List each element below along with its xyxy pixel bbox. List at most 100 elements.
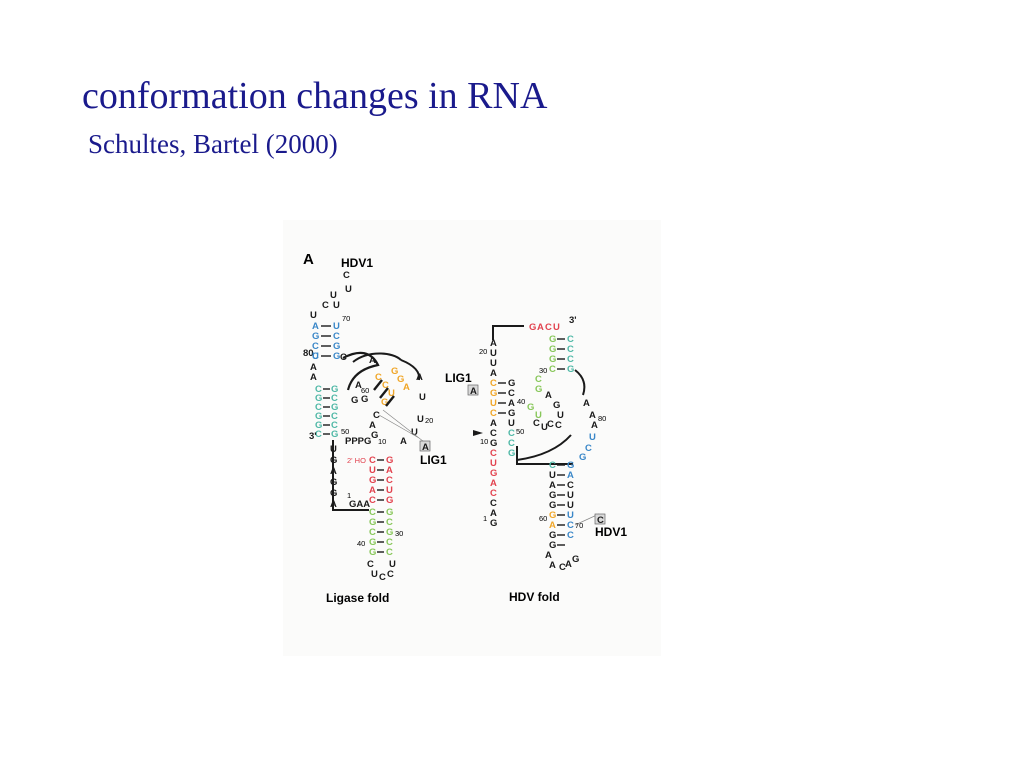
svg-text:C: C xyxy=(315,384,322,395)
svg-text:G: G xyxy=(315,393,322,404)
nucleotide: U xyxy=(312,351,319,362)
green-column-right: GG GC xyxy=(549,334,556,375)
svg-text:U: U xyxy=(490,398,497,409)
svg-text:C: C xyxy=(567,520,574,531)
svg-text:G: G xyxy=(508,378,515,389)
svg-text:A: A xyxy=(508,398,515,409)
ppp-label: PPPG xyxy=(345,436,371,447)
svg-text:C: C xyxy=(386,537,393,548)
nucleotide: C xyxy=(547,419,554,430)
svg-text:G: G xyxy=(315,411,322,422)
svg-text:G: G xyxy=(549,490,556,501)
nucleotide: C xyxy=(322,300,329,311)
svg-text:C: C xyxy=(331,393,338,404)
svg-text:A: A xyxy=(565,559,572,570)
nucleotide: U xyxy=(589,432,596,443)
orange-column-right: CG UC xyxy=(490,378,497,419)
position-number: 40 xyxy=(517,397,525,406)
svg-text:G: G xyxy=(315,420,322,431)
nucleotide: C xyxy=(387,569,394,580)
nucleotide: A xyxy=(310,362,317,373)
slide-title: conformation changes in RNA xyxy=(82,75,548,117)
svg-text:C: C xyxy=(331,411,338,422)
position-number: 1 xyxy=(347,491,351,500)
end-label-right: 3' xyxy=(569,315,577,326)
nucleotide: A xyxy=(545,390,552,401)
lig1-label-left: LIG1 xyxy=(420,453,447,467)
svg-text:C: C xyxy=(312,341,319,352)
svg-text:U: U xyxy=(567,510,574,521)
a-box-right: A xyxy=(470,386,477,397)
svg-text:A: A xyxy=(549,560,556,571)
svg-text:C: C xyxy=(508,428,515,439)
teal-short-right: CC G xyxy=(508,428,515,459)
svg-text:A: A xyxy=(537,322,544,333)
hdv1-label-left: HDV1 xyxy=(341,256,373,270)
svg-text:C: C xyxy=(549,364,556,375)
svg-text:G: G xyxy=(490,518,497,529)
svg-text:G: G xyxy=(386,495,393,506)
red-stem-right: CU GA C xyxy=(490,448,497,499)
svg-text:C: C xyxy=(490,488,497,499)
svg-text:C: C xyxy=(369,527,376,538)
position-number: 10 xyxy=(378,437,386,446)
svg-text:G: G xyxy=(549,540,556,551)
position-number: 20 xyxy=(479,347,487,356)
position-number: 80 xyxy=(598,414,606,423)
svg-text:A: A xyxy=(490,478,497,489)
ho-label: 2' HO xyxy=(347,456,366,465)
svg-text:G: G xyxy=(567,364,574,375)
nucleotide: A xyxy=(369,420,376,431)
svg-text:C: C xyxy=(375,372,382,383)
svg-text:U: U xyxy=(369,465,376,476)
panel-label: A xyxy=(303,251,314,268)
nucleotide: U xyxy=(417,414,424,425)
svg-text:G: G xyxy=(549,334,556,345)
svg-text:G: G xyxy=(535,384,542,395)
nucleotide: G xyxy=(553,400,560,411)
svg-text:A: A xyxy=(549,480,556,491)
end-label-left: 3' xyxy=(309,431,317,442)
nucleotide: A xyxy=(310,372,317,383)
svg-text:C: C xyxy=(315,429,322,440)
position-number: 40 xyxy=(357,539,365,548)
nucleotide: C xyxy=(533,418,540,429)
nucleotide: A xyxy=(589,410,596,421)
nucleotide: G xyxy=(351,395,358,406)
svg-text:G: G xyxy=(312,331,319,342)
slide-subtitle: Schultes, Bartel (2000) xyxy=(88,129,338,159)
svg-text:U: U xyxy=(535,410,542,421)
svg-text:G: G xyxy=(549,510,556,521)
svg-text:G: G xyxy=(331,429,338,440)
svg-text:G: G xyxy=(386,455,393,466)
hdv1-label-right: HDV1 xyxy=(595,525,627,539)
svg-text:G: G xyxy=(331,384,338,395)
svg-text:A: A xyxy=(386,465,393,476)
svg-text:G: G xyxy=(549,500,556,511)
svg-text:G: G xyxy=(397,374,404,385)
svg-text:G: G xyxy=(508,408,515,419)
nucleotide: C xyxy=(585,443,592,454)
svg-text:C: C xyxy=(386,547,393,558)
nucleotide: A xyxy=(369,355,376,366)
position-number: 60 xyxy=(539,514,547,523)
svg-text:G: G xyxy=(369,517,376,528)
svg-text:U: U xyxy=(490,348,497,359)
svg-text:U: U xyxy=(388,388,395,399)
right-strand-d: CA G xyxy=(490,498,497,529)
svg-text:G: G xyxy=(386,527,393,538)
svg-text:U: U xyxy=(567,490,574,501)
nucleotide: C xyxy=(343,270,350,281)
svg-text:U: U xyxy=(508,418,515,429)
svg-text:G: G xyxy=(333,341,340,352)
svg-text:G: G xyxy=(490,468,497,479)
svg-text:G: G xyxy=(549,530,556,541)
right-strand-a: AU UA xyxy=(490,338,497,379)
green-stem-left: CG CG G GC GC C xyxy=(369,507,393,558)
svg-text:C: C xyxy=(490,378,497,389)
svg-text:C: C xyxy=(386,475,393,486)
svg-text:C: C xyxy=(535,374,542,385)
